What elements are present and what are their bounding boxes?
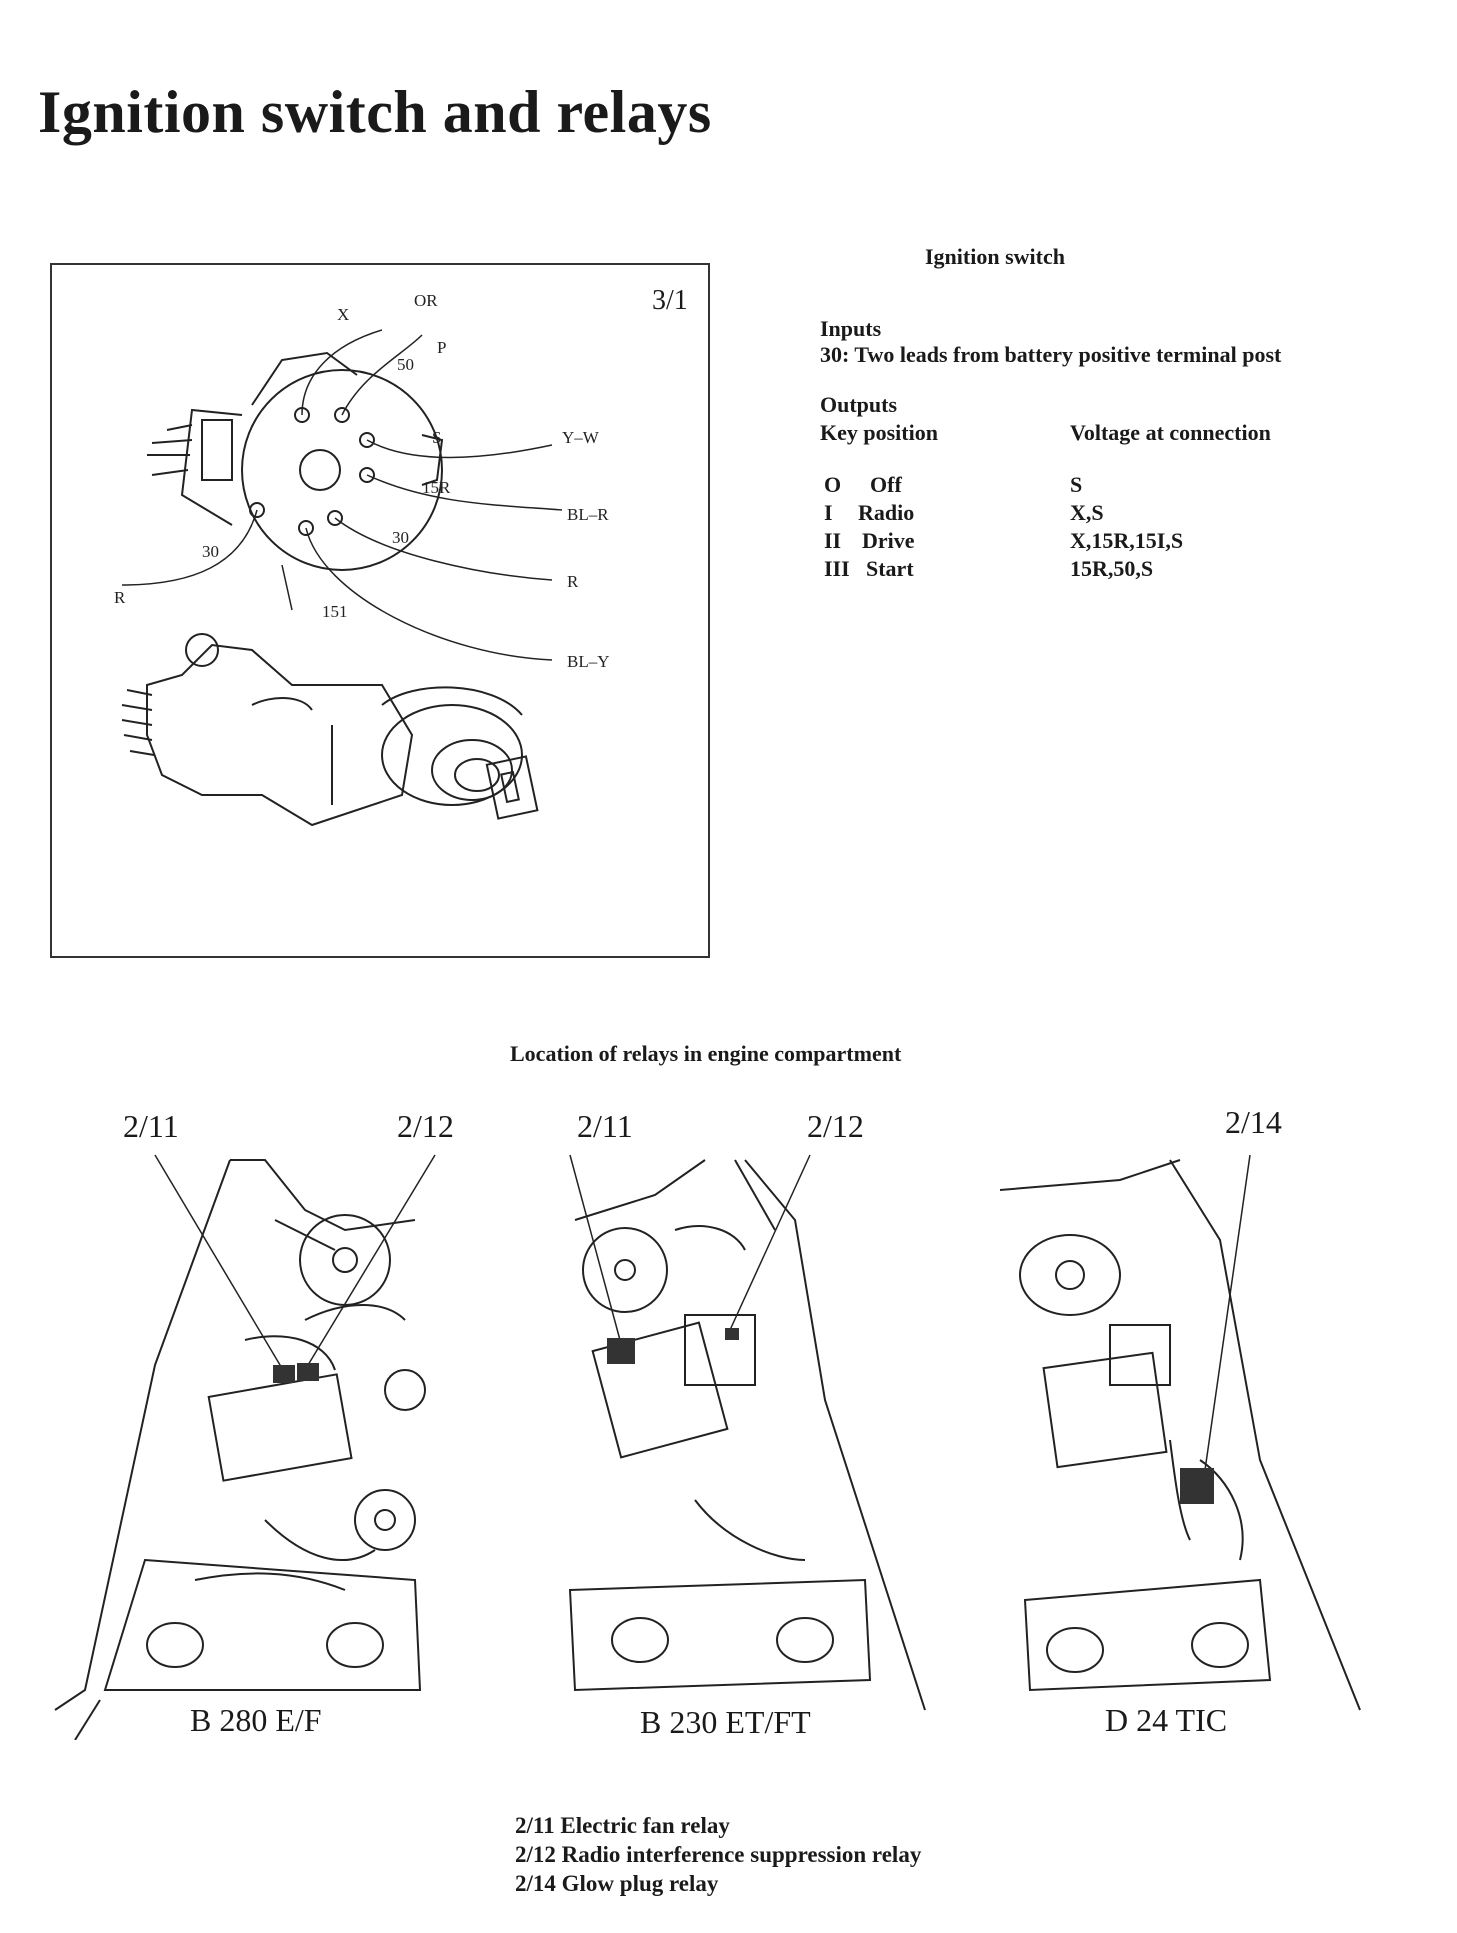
wire-label-r-right: R [567, 572, 579, 591]
wire-label-bl-y: BL–Y [567, 652, 610, 671]
legend-item: 2/12 Radio interference suppression rela… [515, 1842, 922, 1867]
engine-panel-b280: 2/11 2/12 B 280 E/F [45, 1100, 465, 1740]
ignition-switch-figure: 3/1 X OR 50 P S Y–W 15R BL–R 30 R 30 R 1… [50, 263, 710, 958]
ignition-switch-drawing [121, 329, 563, 827]
engine-drawing-b230 [568, 1154, 926, 1711]
inputs-heading: Inputs [820, 316, 882, 341]
pin-label-50: 50 [397, 355, 414, 374]
row-num: II [824, 528, 842, 553]
wire-label-p: P [437, 338, 447, 357]
relay-callout-2-12: 2/12 [807, 1108, 864, 1144]
engine-name-b230: B 230 ET/FT [640, 1704, 811, 1740]
legend-item: 2/14 Glow plug relay [515, 1871, 719, 1896]
row-voltage: X,S [1070, 500, 1104, 525]
row-voltage: X,15R,15I,S [1070, 528, 1184, 553]
engine-drawing-d24 [1000, 1154, 1361, 1711]
wire-label-bl-r: BL–R [567, 505, 609, 524]
relay-callout-2-14: 2/14 [1225, 1104, 1282, 1140]
pin-label-151: 151 [322, 602, 348, 621]
figure-number: 3/1 [652, 285, 688, 316]
engine-panel-d24: 2/14 D 24 TIC [1000, 1100, 1400, 1740]
outputs-heading: Outputs [820, 392, 898, 417]
engine-drawing-b280 [54, 1154, 436, 1740]
engine-panel-b230: 2/11 2/12 B 230 ET/FT [545, 1100, 965, 1740]
pin-label-s: S [432, 428, 442, 447]
row-voltage: S [1070, 472, 1083, 497]
engine-name-b280: B 280 E/F [190, 1702, 322, 1738]
row-name: Start [866, 556, 914, 581]
row-name: Drive [862, 528, 915, 553]
relay-callout-2-11: 2/11 [123, 1108, 179, 1144]
relays-heading: Location of relays in engine compartment [510, 1041, 902, 1066]
engine-name-d24: D 24 TIC [1105, 1702, 1228, 1738]
key-position-header: Key position [820, 420, 938, 445]
relay-callout-2-11: 2/11 [577, 1108, 633, 1144]
row-name: Radio [858, 500, 915, 525]
relay-callout-2-12: 2/12 [397, 1108, 454, 1144]
pin-label-30-right: 30 [392, 528, 409, 547]
ignition-switch-heading: Ignition switch [925, 244, 1065, 269]
pin-label-30-left: 30 [202, 542, 219, 561]
pin-label-x: X [337, 305, 350, 324]
legend-item: 2/11 Electric fan relay [515, 1813, 730, 1838]
row-num: I [824, 500, 833, 525]
wire-label-or: OR [414, 291, 438, 310]
inputs-line: 30: Two leads from battery positive term… [820, 342, 1282, 367]
wire-label-r-left: R [114, 588, 126, 607]
voltage-header: Voltage at connection [1070, 420, 1271, 445]
row-num: III [824, 556, 850, 581]
wire-label-y-w: Y–W [562, 428, 599, 447]
row-voltage: 15R,50,S [1070, 556, 1154, 581]
row-name: Off [870, 472, 902, 497]
row-num: O [824, 472, 842, 497]
pin-label-15r: 15R [422, 478, 451, 497]
page-title: Ignition switch and relays [38, 79, 712, 145]
